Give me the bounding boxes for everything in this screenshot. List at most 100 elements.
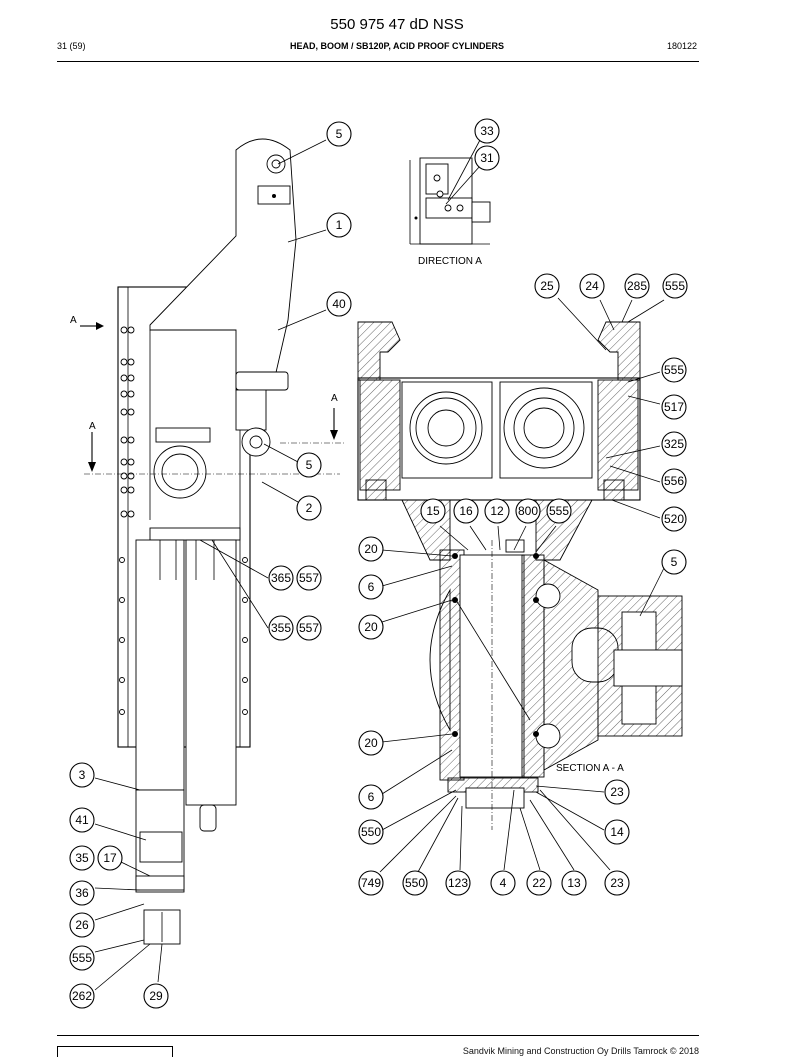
callout-123: 123	[445, 870, 471, 896]
header-rule	[57, 61, 699, 62]
svg-text:5: 5	[306, 458, 313, 472]
svg-text:556: 556	[664, 474, 684, 488]
footer-rule	[57, 1035, 699, 1036]
callout-749: 749	[358, 870, 384, 896]
svg-text:285: 285	[627, 279, 647, 293]
page-number: 31 (59)	[57, 41, 86, 51]
svg-text:25: 25	[540, 279, 554, 293]
callout-5-c: 5	[661, 549, 687, 575]
callout-33: 33	[474, 118, 500, 144]
svg-text:12: 12	[490, 504, 504, 518]
callout-23-b: 23	[604, 870, 630, 896]
callout-555-d: 555	[546, 498, 572, 524]
callout-557-a: 557	[296, 565, 322, 591]
svg-text:20: 20	[364, 620, 378, 634]
footer-copyright: Sandvik Mining and Construction Oy Drill…	[462, 1046, 699, 1056]
callout-517: 517	[661, 394, 687, 420]
svg-text:123: 123	[448, 876, 468, 890]
svg-text:33: 33	[480, 124, 494, 138]
callout-3: 3	[69, 762, 95, 788]
arrow-a-label-2: A	[89, 421, 96, 432]
section-arrows	[80, 322, 345, 475]
callout-557-b: 557	[296, 615, 322, 641]
svg-text:23: 23	[610, 876, 624, 890]
callout-6-a: 6	[358, 574, 384, 600]
svg-text:555: 555	[549, 504, 569, 518]
callout-20-c: 20	[358, 730, 384, 756]
svg-text:24: 24	[585, 279, 599, 293]
boom-head-side-view	[117, 138, 297, 945]
callout-12: 12	[484, 498, 510, 524]
callout-20-b: 20	[358, 614, 384, 640]
svg-text:355: 355	[271, 621, 291, 635]
svg-text:1: 1	[336, 218, 343, 232]
callout-355: 355	[268, 615, 294, 641]
callout-6-b: 6	[358, 784, 384, 810]
callout-325: 325	[661, 431, 687, 457]
svg-text:520: 520	[664, 512, 684, 526]
callout-16: 16	[453, 498, 479, 524]
callout-2: 2	[296, 495, 322, 521]
head-section-view	[357, 321, 641, 561]
callout-25: 25	[534, 273, 560, 299]
svg-text:6: 6	[368, 790, 375, 804]
svg-text:17: 17	[103, 851, 117, 865]
svg-text:2: 2	[306, 501, 313, 515]
arrow-a-label-3: A	[331, 393, 338, 404]
svg-text:557: 557	[299, 571, 319, 585]
callout-4: 4	[490, 870, 516, 896]
svg-text:800: 800	[518, 504, 538, 518]
svg-text:3: 3	[79, 768, 86, 782]
svg-text:13: 13	[567, 876, 581, 890]
callout-35: 35	[69, 845, 95, 871]
callout-555-a: 555	[69, 945, 95, 971]
svg-text:550: 550	[405, 876, 425, 890]
svg-text:22: 22	[532, 876, 546, 890]
callout-22: 22	[526, 870, 552, 896]
callout-365: 365	[268, 565, 294, 591]
svg-text:26: 26	[75, 918, 89, 932]
document-number: 550 975 47 dD NSS	[330, 16, 464, 33]
svg-text:29: 29	[149, 989, 163, 1003]
callout-1: 1	[326, 212, 352, 238]
callout-15: 15	[420, 498, 446, 524]
callout-800: 800	[515, 498, 541, 524]
section-title: HEAD, BOOM / SB120P, ACID PROOF CYLINDER…	[289, 41, 505, 51]
callout-5-a: 5	[326, 121, 352, 147]
svg-text:16: 16	[459, 504, 473, 518]
svg-text:41: 41	[75, 813, 89, 827]
section-a-a-view	[429, 539, 683, 830]
svg-text:749: 749	[361, 876, 381, 890]
callout-556: 556	[661, 468, 687, 494]
callout-13: 13	[561, 870, 587, 896]
svg-text:35: 35	[75, 851, 89, 865]
callout-550-b: 550	[402, 870, 428, 896]
svg-text:20: 20	[364, 542, 378, 556]
callout-262: 262	[69, 983, 95, 1009]
arrow-a-label-1: A	[70, 315, 77, 326]
svg-text:555: 555	[665, 279, 685, 293]
callout-36: 36	[69, 880, 95, 906]
company-logo	[57, 1046, 173, 1057]
svg-text:6: 6	[368, 580, 375, 594]
svg-text:15: 15	[426, 504, 440, 518]
svg-text:5: 5	[336, 127, 343, 141]
callout-20-a: 20	[358, 536, 384, 562]
svg-text:36: 36	[75, 886, 89, 900]
callout-23-a: 23	[604, 779, 630, 805]
date-code: 180122	[666, 41, 697, 51]
callout-26: 26	[69, 912, 95, 938]
section-a-a-label: SECTION A - A	[556, 763, 624, 774]
svg-text:14: 14	[610, 825, 624, 839]
callout-bubbles: 5 1 40 5 2 365 557 355 557 3 41 35 17 36…	[69, 118, 688, 1009]
callout-14: 14	[604, 819, 630, 845]
svg-text:555: 555	[72, 951, 92, 965]
svg-text:550: 550	[361, 825, 381, 839]
leader-lines	[94, 139, 665, 991]
svg-text:5: 5	[671, 555, 678, 569]
callout-31: 31	[474, 145, 500, 171]
svg-text:555: 555	[664, 363, 684, 377]
svg-text:31: 31	[480, 151, 494, 165]
svg-text:20: 20	[364, 736, 378, 750]
